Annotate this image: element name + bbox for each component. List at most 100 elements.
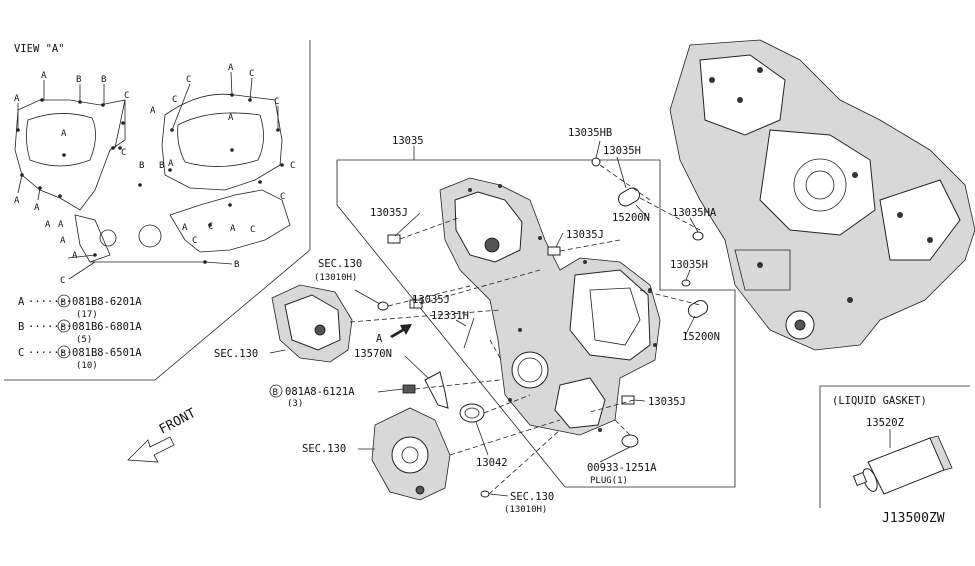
front-label: FRONT [157, 406, 199, 438]
plug-00933 [621, 434, 639, 448]
svg-text:A: A [14, 196, 20, 206]
view-marker-label: A [376, 333, 383, 345]
svg-text:C: C [121, 148, 126, 158]
label-13042: 13042 [476, 457, 508, 469]
svg-text:B: B [101, 75, 106, 85]
label-sec130-bottom: SEC.130 [510, 491, 554, 503]
liquid-gasket-inset: (LIQUID GASKET) 13520Z [819, 385, 970, 508]
svg-text:B: B [61, 298, 66, 308]
svg-text:A: A [182, 223, 188, 233]
svg-text:C: C [192, 236, 197, 246]
small-parts [377, 157, 709, 498]
svg-text:A: A [41, 71, 47, 81]
label-13570n: 13570N [354, 348, 392, 360]
plug-13035hb [591, 157, 601, 167]
svg-text:A: A [61, 129, 67, 139]
svg-text:C: C [208, 222, 213, 232]
legend-part-c: 081B8-6501A [72, 347, 142, 359]
svg-text:C: C [186, 75, 191, 85]
gasket-13570n [424, 371, 449, 409]
view-a-title: VIEW "A" [14, 43, 65, 55]
svg-text:C: C [290, 161, 295, 171]
svg-text:C: C [172, 95, 177, 105]
label-13035h-top: 13035H [603, 145, 641, 157]
svg-text:A: A [230, 224, 236, 234]
label-12331h: 12331H [431, 310, 469, 322]
label-bolt-part: 081A8-6121A [285, 386, 355, 398]
plug-13035ha [692, 231, 704, 241]
svg-text:B: B [159, 161, 164, 171]
oil-seal-15200n-right [687, 300, 709, 318]
label-13035ha: 13035HA [672, 207, 717, 219]
svg-text:C: C [274, 97, 279, 107]
o-ring-sec130-bottom [480, 490, 490, 498]
svg-text:A: A [168, 159, 174, 169]
label-13035: 13035 [392, 135, 424, 147]
legend-row-b: B ······· B 081B6-6801A (5) [18, 319, 142, 345]
dowel-13035j-low [409, 299, 423, 309]
dowel-13035j-mid [547, 246, 561, 256]
label-13035h-right: 13035H [670, 259, 708, 271]
liquid-gasket-part: 13520Z [866, 417, 904, 429]
svg-text:B: B [18, 321, 24, 333]
timing-chain-case [439, 177, 661, 436]
pin-12331h [463, 317, 475, 349]
label-13035j-mid: 13035J [566, 229, 604, 241]
legend-row-c: C ······· B 081B8-6501A (10) [18, 345, 142, 371]
svg-text:A: A [228, 63, 234, 73]
label-13035j-low: 13035J [412, 294, 450, 306]
assembly-lines [349, 164, 701, 495]
svg-text:C: C [280, 192, 285, 202]
svg-text:B: B [234, 260, 239, 270]
svg-text:A: A [72, 251, 78, 261]
engine-block [669, 39, 975, 351]
legend-row-a: A ······· B 081B8-6201A (17) [18, 294, 142, 320]
label-sec130-top-sub: (13010H) [314, 273, 357, 283]
svg-text:B: B [273, 388, 278, 398]
bolt-legend: A ······· B 081B8-6201A (17) B ······· B… [18, 294, 142, 371]
legend-qty-c: (10) [76, 361, 98, 371]
legend-part-b: 081B6-6801A [72, 321, 142, 333]
label-15200n-top: 15200N [612, 212, 650, 224]
water-pump-cover [371, 407, 451, 501]
svg-text:B: B [61, 323, 66, 333]
callouts: 13035 13035HB 13035H 13035J 15200N 13035… [214, 127, 720, 515]
dowel-13035j-left [387, 234, 401, 244]
view-a-arrow: A [376, 324, 412, 345]
svg-text:A: A [58, 220, 64, 230]
svg-text:A: A [228, 113, 234, 123]
legend-qty-a: (17) [76, 310, 98, 320]
svg-text:C: C [124, 91, 129, 101]
svg-text:C: C [18, 347, 24, 359]
assembly-box [336, 159, 736, 488]
left-cover [271, 284, 353, 363]
svg-text:A: A [14, 94, 20, 104]
svg-text:B: B [139, 161, 144, 171]
oil-seal-15200n-top [618, 187, 640, 207]
label-13035hb: 13035HB [568, 127, 612, 139]
label-bolt-qty: (3) [287, 399, 303, 409]
front-arrow: FRONT [127, 406, 199, 463]
svg-text:B: B [61, 349, 66, 359]
oil-seal-13042 [459, 403, 485, 423]
svg-text:·······: ······· [28, 347, 72, 359]
plug-13035h-right [681, 279, 691, 287]
svg-text:B: B [76, 75, 81, 85]
svg-text:·······: ······· [28, 321, 72, 333]
diagram-code: J13500ZW [882, 511, 945, 526]
svg-text:C: C [60, 276, 65, 286]
label-sec130-bottom-sub: (13010H) [504, 505, 547, 515]
leader-lines [269, 140, 699, 497]
bolt-081a8 [402, 384, 416, 394]
legend-part-a: 081B8-6201A [72, 296, 142, 308]
svg-text:A: A [45, 220, 51, 230]
o-ring-sec130-top [377, 301, 389, 311]
label-15200n-right: 15200N [682, 331, 720, 343]
svg-text:·······: ······· [28, 296, 72, 308]
label-13035j-left: 13035J [370, 207, 408, 219]
legend-qty-b: (5) [76, 335, 92, 345]
gasket-tube [852, 435, 953, 495]
